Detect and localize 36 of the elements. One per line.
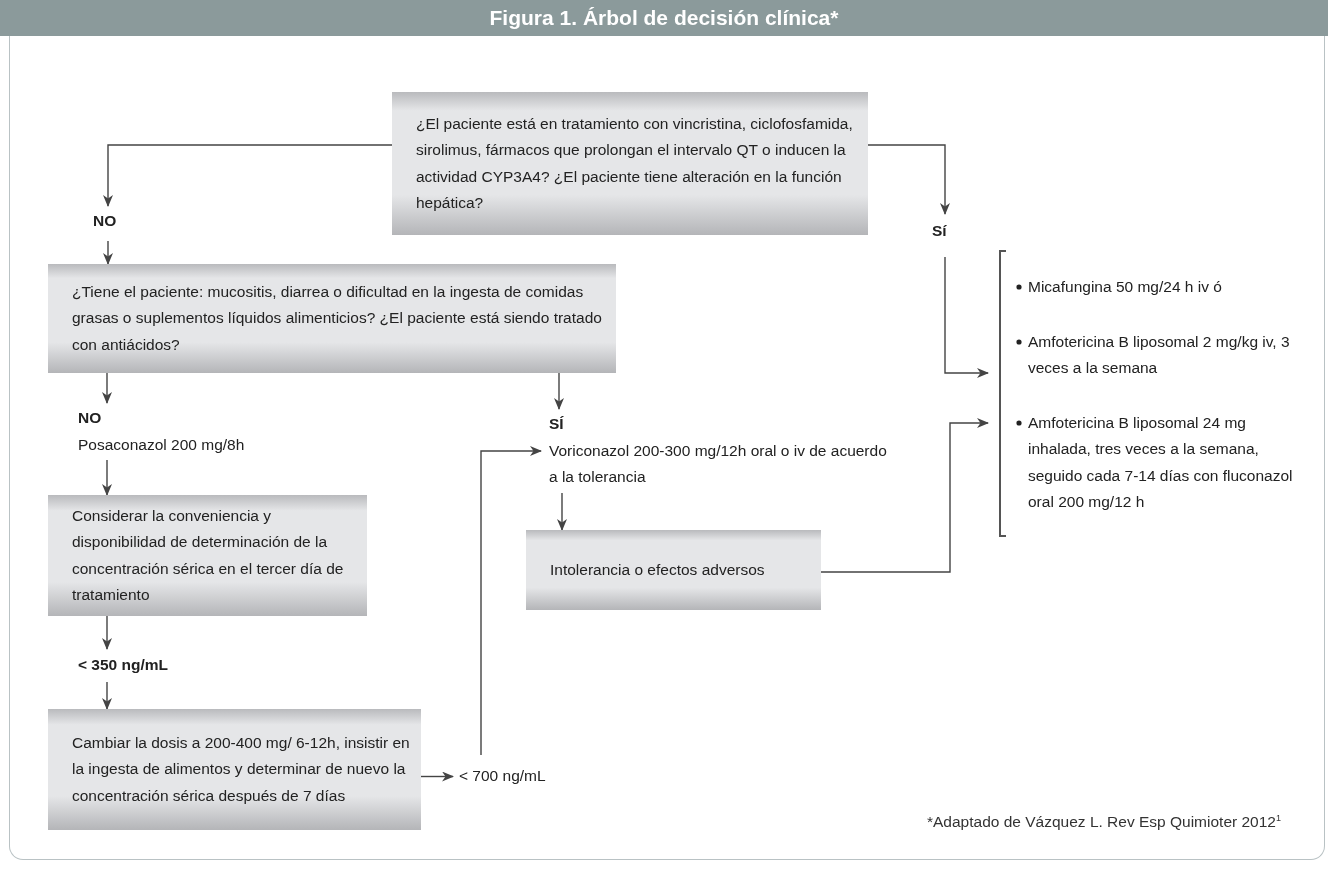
arrow [867, 144, 950, 215]
branch-label: < 350 ng/mL [78, 652, 208, 679]
branch-label: SÍ [549, 414, 565, 434]
box-text: ¿El paciente está en tratamiento con vincristina, ciclofosfamida, sirolimus, fármacos que prolongan el intervalo QT o inducen la actividad CYP3A4? ¿El paciente tiene alteración en la función hepática? [416, 113, 854, 213]
figure-title: Figura 1. Árbol de decisión clínica* [489, 6, 839, 30]
arrow [102, 372, 112, 404]
treatment-option: Micafungina 50 mg/24 h iv ó [1028, 278, 1222, 295]
box-text: Considerar la conveniencia y disponibilidad de determinación de la concentración sérica en el tercer día de tratamiento [72, 505, 345, 605]
treatment-option: Amfotericina B liposomal 2 mg/kg iv, 3 veces a la semana [1028, 332, 1290, 376]
branch-label: NO [93, 208, 123, 235]
source-footnote: *Adaptado de Vázquez L. Rev Esp Quimioter 2012$^{1}$ [927, 813, 1281, 832]
arrow [820, 418, 989, 573]
question-box [48, 264, 616, 373]
arrow [480, 446, 542, 756]
arrow [103, 240, 113, 265]
question-box [48, 495, 367, 616]
question-box [48, 709, 421, 830]
arrow [102, 681, 112, 710]
branch-label: < 700 ng/mL [459, 763, 579, 790]
arrow [420, 771, 454, 782]
treatment-text: Posaconazol 200 mg/8h [78, 434, 246, 455]
arrow [557, 492, 567, 531]
box-text: ¿Tiene el paciente: mucositis, diarrea o dificultad en la ingesta de comidas grasas o suplementos líquidos alimenticios? ¿El paciente está siendo tratado con antiácidos? [72, 281, 603, 355]
treatment-text: Voriconazol 200-300 mg/12h oral o iv de acuerdo a la tolerancia [549, 440, 888, 487]
box-text: Cambiar la dosis a 200-400 mg/ 6-12h, insistir en la ingesta de alimentos y determinar de nuevo la concentración sérica después de 7 días [72, 732, 411, 806]
arrow [103, 144, 393, 207]
arrow [944, 256, 989, 378]
arrow [554, 372, 564, 410]
treatment-option: Amfotericina B liposomal 24 mg inhalada, tres veces a la semana, seguido cada 7-14 días con fluconazol oral 200 mg/12 h [1028, 413, 1293, 510]
branch-label: Sí [932, 218, 958, 245]
branch-label: NO [78, 408, 103, 428]
question-box [392, 92, 868, 235]
box-text: Intolerancia o efectos adversos [550, 559, 765, 580]
question-box [526, 530, 821, 610]
arrow [102, 615, 112, 650]
arrow [102, 459, 112, 496]
